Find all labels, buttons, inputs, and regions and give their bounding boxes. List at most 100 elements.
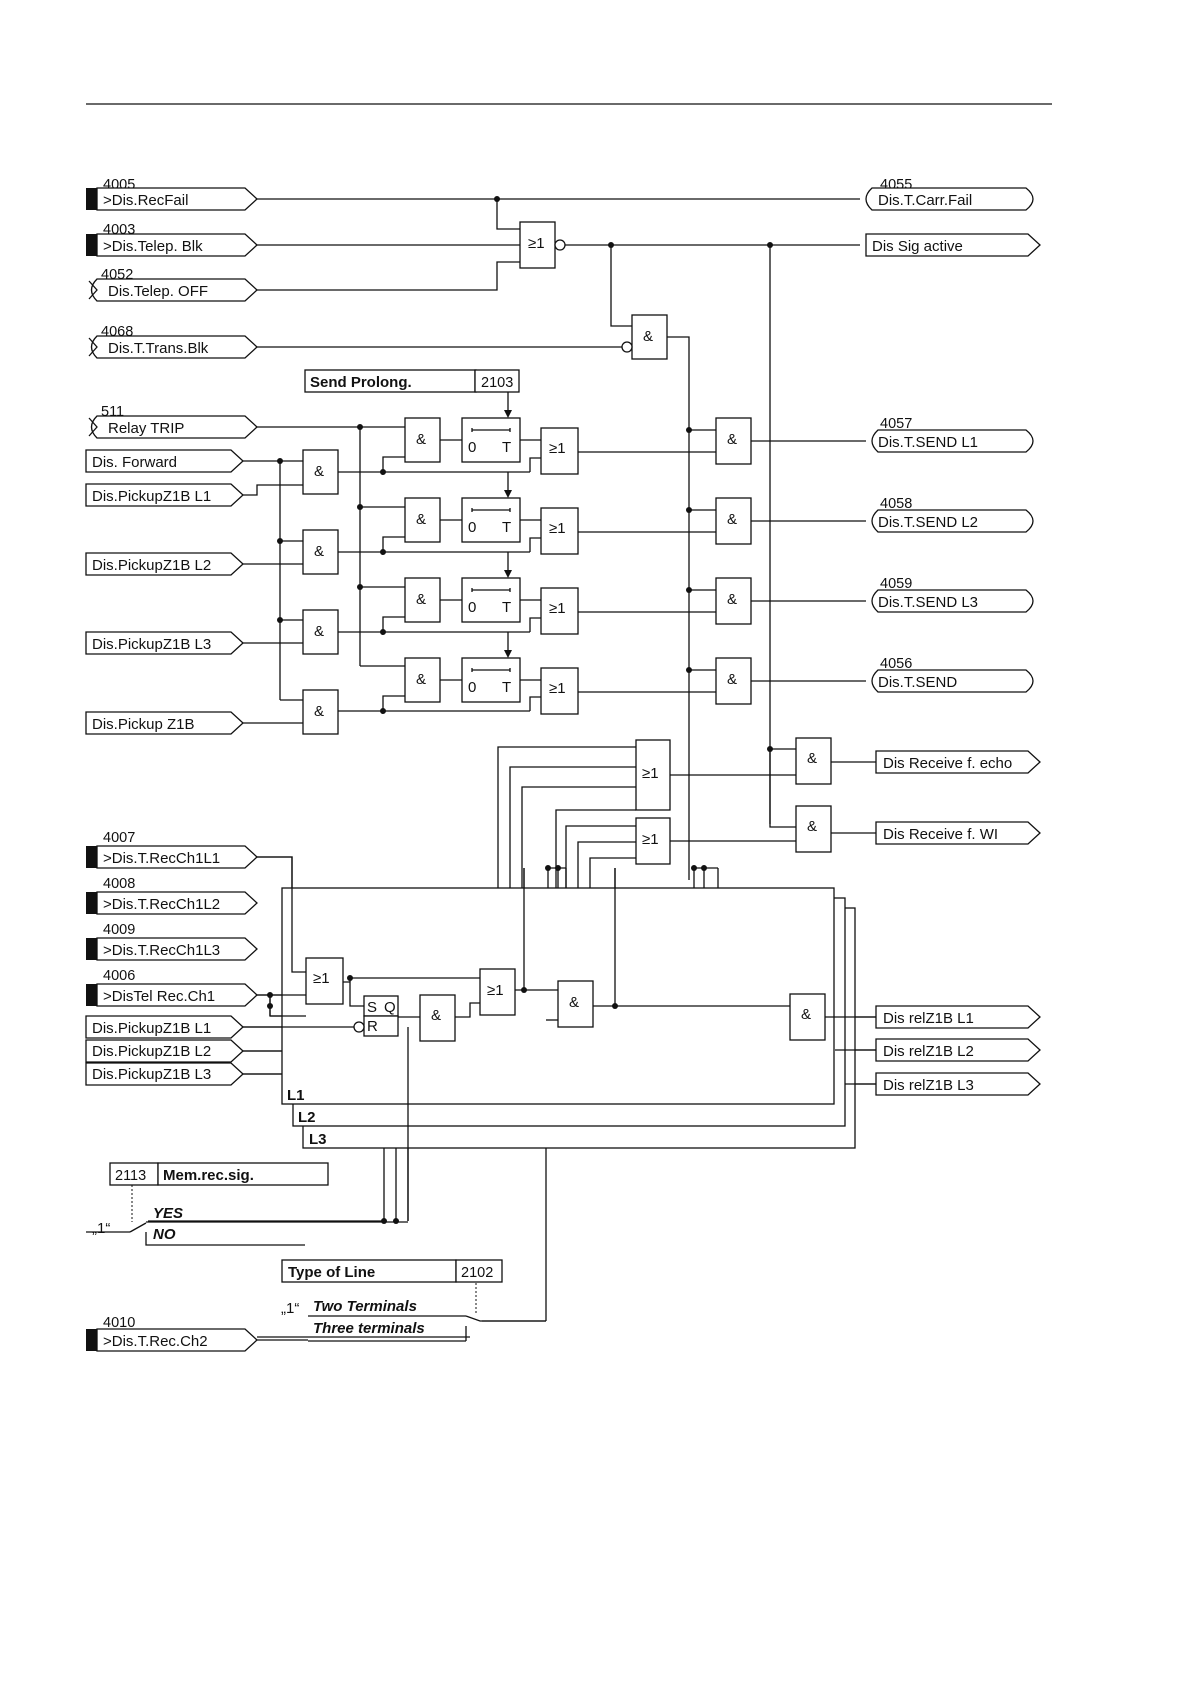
svg-text:4056: 4056 — [880, 656, 912, 672]
svg-text:≥1: ≥1 — [549, 520, 566, 537]
svg-text:Dis.PickupZ1B L3: Dis.PickupZ1B L3 — [92, 1066, 211, 1083]
svg-text:YES: YES — [153, 1205, 183, 1222]
output-4056: 4056 Dis.T.SEND — [871, 656, 1034, 693]
inner-or-gate-2: ≥1 — [479, 968, 516, 1016]
svg-text:4008: 4008 — [103, 876, 135, 892]
svg-text:&: & — [807, 818, 817, 835]
svg-text:0: 0 — [468, 439, 476, 456]
svg-text:>Dis.Telep. Blk: >Dis.Telep. Blk — [103, 238, 203, 255]
svg-text:Dis.PickupZ1B L2: Dis.PickupZ1B L2 — [92, 1043, 211, 1060]
output-4059: 4059 Dis.T.SEND L3 — [871, 576, 1034, 613]
svg-text:Dis.T.SEND L1: Dis.T.SEND L1 — [878, 434, 978, 451]
output-sig-active: Dis Sig active — [865, 233, 1041, 257]
svg-text:Two Terminals: Two Terminals — [313, 1298, 417, 1315]
output-4058: 4058 Dis.T.SEND L2 — [871, 496, 1034, 533]
inner-or-gate-1: ≥1 — [305, 957, 344, 1005]
channel-l3: & & 0 T ≥1 & — [302, 570, 752, 655]
svg-text:T: T — [502, 519, 511, 536]
input-4006: 4006 >DisTel Rec.Ch1 — [86, 968, 258, 1007]
svg-text:&: & — [431, 1007, 441, 1024]
output-4057: 4057 Dis.T.SEND L1 — [871, 416, 1034, 453]
input-pickup-l3: Dis.PickupZ1B L3 — [85, 631, 244, 655]
inner-and-gate-2: & — [557, 980, 594, 1028]
svg-text:0: 0 — [468, 519, 476, 536]
svg-text:&: & — [314, 703, 324, 720]
svg-text:4010: 4010 — [103, 1315, 135, 1331]
output-wi: Dis Receive f. WI — [875, 821, 1041, 845]
svg-text:Three terminals: Three terminals — [313, 1320, 425, 1337]
svg-text:2113: 2113 — [115, 1168, 146, 1184]
svg-text:Dis.Pickup Z1B: Dis.Pickup Z1B — [92, 716, 195, 733]
svg-text:4057: 4057 — [880, 416, 912, 432]
or-gate-block: ≥1 — [519, 221, 566, 269]
output-rel-l2: Dis relZ1B L2 — [875, 1038, 1041, 1062]
svg-text:Dis.T.SEND L3: Dis.T.SEND L3 — [878, 594, 978, 611]
svg-text:≥1: ≥1 — [549, 600, 566, 617]
svg-text:Dis. Forward: Dis. Forward — [92, 454, 177, 471]
svg-text:0: 0 — [468, 679, 476, 696]
svg-text:T: T — [502, 439, 511, 456]
svg-text:&: & — [416, 671, 426, 688]
svg-text:Dis Receive f. WI: Dis Receive f. WI — [883, 826, 998, 843]
svg-text:&: & — [314, 623, 324, 640]
input-pickup-z1b: Dis.Pickup Z1B — [85, 711, 244, 735]
input-4052: 4052 Dis.Telep. OFF — [88, 267, 258, 302]
svg-text:&: & — [643, 328, 653, 345]
svg-text:≥1: ≥1 — [642, 765, 659, 782]
param-send-prolong: Send Prolong. 2103 — [304, 369, 520, 393]
svg-text:Dis.T.SEND L2: Dis.T.SEND L2 — [878, 514, 978, 531]
svg-text:Dis.Telep. OFF: Dis.Telep. OFF — [108, 283, 208, 300]
lower-inputs: 4007 >Dis.T.RecCh1L1 4008 >Dis.T.RecCh1L… — [85, 830, 258, 1086]
svg-text:Dis relZ1B L1: Dis relZ1B L1 — [883, 1010, 974, 1027]
svg-text:≥1: ≥1 — [528, 235, 545, 252]
channel-z1b: & & 0 T ≥1 & — [302, 650, 752, 735]
or-gate-echo: ≥1 — [635, 739, 671, 811]
svg-text:2102: 2102 — [461, 1265, 493, 1281]
and-gate-echo: & — [795, 737, 832, 785]
param-type-of-line: Type of Line 2102 „1“ Two Terminals Thre… — [281, 1259, 503, 1342]
svg-text:&: & — [727, 671, 737, 688]
svg-text:&: & — [314, 543, 324, 560]
svg-text:&: & — [727, 431, 737, 448]
svg-text:Dis relZ1B L2: Dis relZ1B L2 — [883, 1043, 974, 1060]
svg-text:T: T — [502, 599, 511, 616]
svg-text:Mem.rec.sig.: Mem.rec.sig. — [163, 1167, 254, 1184]
svg-text:Dis.T.Trans.Blk: Dis.T.Trans.Blk — [108, 340, 209, 357]
svg-text:4006: 4006 — [103, 968, 135, 984]
input-4068: 4068 Dis.T.Trans.Blk — [88, 324, 258, 359]
svg-text:4009: 4009 — [103, 922, 135, 938]
svg-text:&: & — [807, 750, 817, 767]
svg-text:Dis.PickupZ1B L1: Dis.PickupZ1B L1 — [92, 1020, 211, 1037]
svg-text:Dis.PickupZ1B L3: Dis.PickupZ1B L3 — [92, 636, 211, 653]
svg-text:>DisTel Rec.Ch1: >DisTel Rec.Ch1 — [103, 988, 215, 1005]
svg-text:R: R — [367, 1018, 378, 1035]
or-gate-wi: ≥1 — [635, 817, 671, 865]
input-pickup-l1: Dis.PickupZ1B L1 — [85, 483, 244, 507]
svg-text:0: 0 — [468, 599, 476, 616]
svg-text:&: & — [569, 994, 579, 1011]
svg-text:&: & — [416, 431, 426, 448]
svg-text:>Dis.T.RecCh1L3: >Dis.T.RecCh1L3 — [103, 942, 220, 959]
input-4009: 4009 >Dis.T.RecCh1L3 — [86, 922, 258, 961]
svg-text:NO: NO — [153, 1226, 176, 1243]
svg-text:Q: Q — [384, 999, 396, 1016]
svg-text:>Dis.T.Rec.Ch2: >Dis.T.Rec.Ch2 — [103, 1333, 208, 1350]
svg-text:&: & — [416, 511, 426, 528]
svg-text:Dis.PickupZ1B L1: Dis.PickupZ1B L1 — [92, 488, 211, 505]
channel-l2: & & 0 T ≥1 & — [302, 490, 752, 575]
svg-text:Dis.PickupZ1B L2: Dis.PickupZ1B L2 — [92, 557, 211, 574]
junction-dots — [267, 196, 773, 1224]
param-mem-rec: 2113 Mem.rec.sig. „1“ YES NO — [92, 1162, 408, 1246]
svg-text:≥1: ≥1 — [549, 440, 566, 457]
svg-text:>Dis.RecFail: >Dis.RecFail — [103, 192, 188, 209]
input-pickup-l1-b: Dis.PickupZ1B L1 — [85, 1015, 244, 1039]
phase-label-l2: L2 — [298, 1109, 316, 1126]
input-pickup-l2-b: Dis.PickupZ1B L2 — [85, 1039, 244, 1063]
input-pickup-l2: Dis.PickupZ1B L2 — [85, 552, 244, 576]
input-forward: Dis. Forward — [85, 449, 244, 473]
svg-text:&: & — [727, 591, 737, 608]
output-rel-l3: Dis relZ1B L3 — [875, 1072, 1041, 1096]
sr-flipflop: S Q R — [353, 995, 399, 1037]
svg-text:Dis Receive f. echo: Dis Receive f. echo — [883, 755, 1012, 772]
